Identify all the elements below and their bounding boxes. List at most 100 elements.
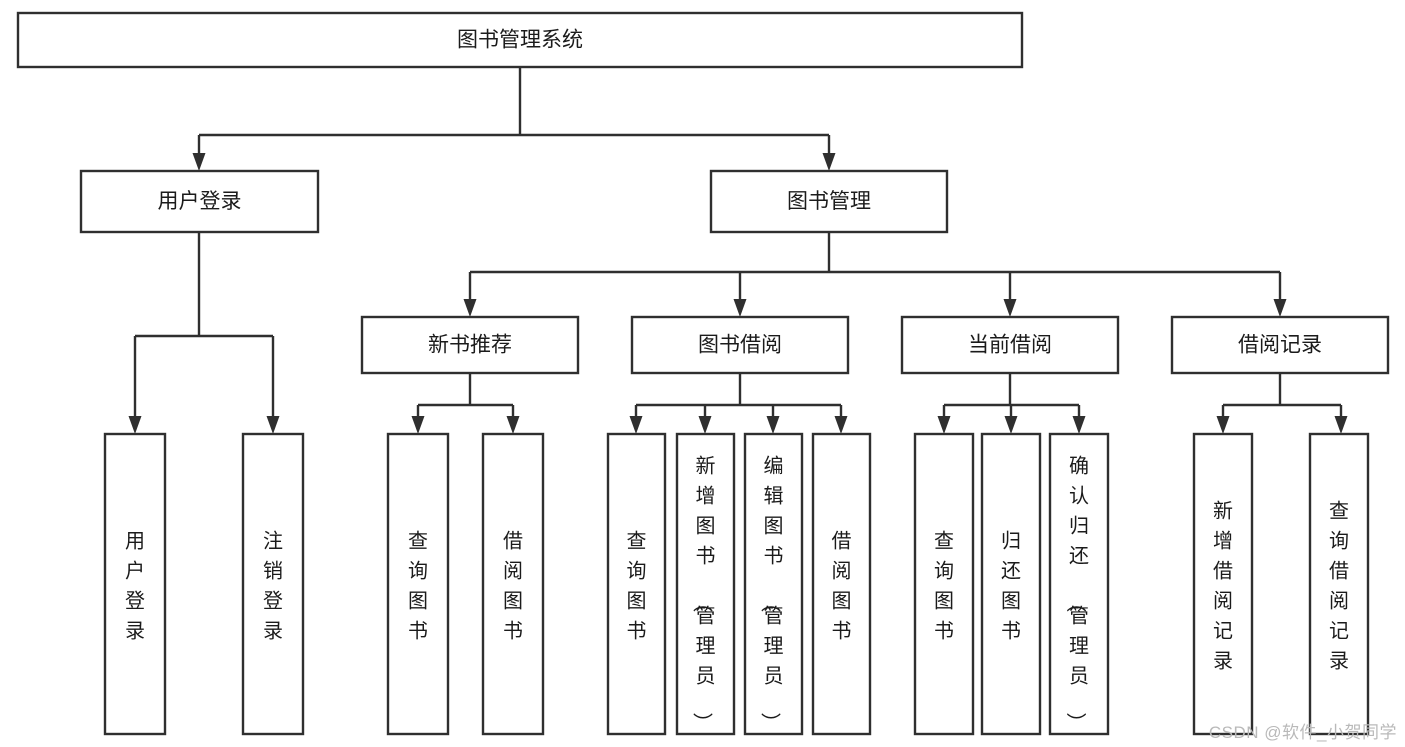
- level3-node-borrow-record[interactable]: 借阅记录: [1170, 315, 1390, 375]
- connector-record-to-leaves: [1216, 373, 1348, 434]
- node-box[interactable]: [481, 432, 545, 736]
- node-label-char: 员: [1069, 665, 1089, 687]
- leaf-node-leaf-query-borrow-record[interactable]: 查询借阅记录: [1308, 432, 1370, 736]
- node-label: 确认归还（管理员）: [1064, 454, 1089, 732]
- node-label-char: 编: [764, 454, 784, 477]
- leaf-node-leaf-add-book[interactable]: 新增图书（管理员）: [675, 432, 736, 736]
- connector-root-to-level2: [192, 67, 836, 171]
- node-label: 注销登录: [263, 529, 283, 642]
- node-label-char: 阅: [503, 559, 523, 582]
- node-label-char: 理: [696, 635, 716, 657]
- node-label: 查询图书: [934, 529, 954, 642]
- leaf-node-leaf-logout[interactable]: 注销登录: [241, 432, 305, 736]
- node-box[interactable]: [1170, 315, 1390, 375]
- node-label-char: 录: [1213, 650, 1233, 672]
- arrow-head-icon: [822, 153, 836, 171]
- leaf-node-leaf-confirm-return[interactable]: 确认归还（管理员）: [1048, 432, 1110, 736]
- node-label-char: ）: [691, 712, 714, 732]
- node-label-char: 员: [764, 665, 784, 687]
- node-label-char: 新: [696, 454, 716, 477]
- node-box[interactable]: [103, 432, 167, 736]
- arrow-head-icon: [1273, 299, 1287, 317]
- node-label-char: 认: [1069, 484, 1089, 507]
- node-label-char: （: [691, 592, 714, 612]
- node-label-char: 销: [263, 559, 283, 582]
- nodes-layer: 图书管理系统用户登录图书管理新书推荐图书借阅当前借阅借阅记录用户登录注销登录查询…: [16, 11, 1390, 736]
- node-label-char: 查: [934, 529, 954, 552]
- connectors-layer: [128, 67, 1348, 434]
- level2-node-user-login[interactable]: 用户登录: [79, 169, 320, 234]
- node-label-char: 阅: [1213, 589, 1233, 612]
- node-label-char: 图: [764, 515, 784, 537]
- node-box[interactable]: [1192, 432, 1254, 736]
- node-label-char: （: [1064, 592, 1087, 612]
- node-box[interactable]: [79, 169, 320, 234]
- arrow-head-icon: [698, 416, 712, 434]
- leaf-node-leaf-edit-book[interactable]: 编辑图书（管理员）: [743, 432, 804, 736]
- node-box[interactable]: [630, 315, 850, 375]
- node-label-char: 阅: [832, 559, 852, 582]
- node-label: 借阅图书: [503, 529, 523, 642]
- node-label: 编辑图书（管理员）: [759, 454, 784, 732]
- node-label-char: 记: [1329, 619, 1349, 642]
- leaf-node-leaf-add-borrow-record[interactable]: 新增借阅记录: [1192, 432, 1254, 736]
- node-label: 用户登录: [158, 190, 242, 213]
- node-label-char: 还: [1001, 559, 1021, 582]
- node-box[interactable]: [606, 432, 667, 736]
- leaf-node-leaf-user-login[interactable]: 用户登录: [103, 432, 167, 736]
- node-label-char: 书: [764, 544, 784, 567]
- node-label-char: 询: [627, 559, 647, 582]
- node-box[interactable]: [900, 315, 1120, 375]
- node-box[interactable]: [241, 432, 305, 736]
- node-box[interactable]: [743, 432, 804, 736]
- level3-node-new-book-recommend[interactable]: 新书推荐: [360, 315, 580, 375]
- node-label-char: 登: [263, 589, 283, 612]
- node-label-char: 图: [408, 590, 428, 612]
- level3-node-current-borrow[interactable]: 当前借阅: [900, 315, 1120, 375]
- leaf-node-leaf-query-book-recommend[interactable]: 查询图书: [386, 432, 450, 736]
- node-label-char: 录: [263, 620, 283, 642]
- arrow-head-icon: [937, 416, 951, 434]
- node-box[interactable]: [675, 432, 736, 736]
- connector-recommend-to-leaves: [411, 373, 520, 434]
- node-label: 用户登录: [125, 530, 145, 642]
- node-label-char: 归: [1069, 514, 1089, 537]
- node-box[interactable]: [1048, 432, 1110, 736]
- arrow-head-icon: [506, 416, 520, 434]
- node-box[interactable]: [709, 169, 949, 234]
- leaf-node-leaf-query-book-current[interactable]: 查询图书: [913, 432, 975, 736]
- node-label-char: 书: [408, 619, 428, 642]
- node-box[interactable]: [386, 432, 450, 736]
- leaf-node-leaf-query-book-borrow[interactable]: 查询图书: [606, 432, 667, 736]
- node-label-char: 借: [832, 529, 852, 552]
- level2-node-book-management[interactable]: 图书管理: [709, 169, 949, 234]
- connector-userlogin-to-leaves: [128, 232, 280, 434]
- node-label-char: 书: [934, 619, 954, 642]
- node-label-char: 书: [627, 619, 647, 642]
- node-box[interactable]: [913, 432, 975, 736]
- node-label-char: 增: [696, 484, 716, 507]
- leaf-node-leaf-return-book[interactable]: 归还图书: [980, 432, 1042, 736]
- node-box[interactable]: [980, 432, 1042, 736]
- node-box[interactable]: [1308, 432, 1370, 736]
- node-box[interactable]: [811, 432, 872, 736]
- level3-node-book-borrow[interactable]: 图书借阅: [630, 315, 850, 375]
- node-label-char: 员: [696, 665, 716, 687]
- root-node-root[interactable]: 图书管理系统: [16, 11, 1024, 69]
- node-label-char: 增: [1213, 529, 1233, 552]
- node-box[interactable]: [16, 11, 1024, 69]
- arrow-head-icon: [629, 416, 643, 434]
- leaf-node-leaf-borrow-book[interactable]: 借阅图书: [811, 432, 872, 736]
- arrow-head-icon: [1072, 416, 1086, 434]
- node-label-char: 查: [1329, 499, 1349, 522]
- leaf-node-leaf-borrow-book-recommend[interactable]: 借阅图书: [481, 432, 545, 736]
- node-label-char: 注: [263, 529, 283, 552]
- node-box[interactable]: [360, 315, 580, 375]
- node-label-char: 书: [1001, 619, 1021, 642]
- node-label-char: 登: [125, 589, 145, 612]
- node-label-char: 图: [934, 590, 954, 612]
- connector-current-to-leaves: [937, 373, 1086, 434]
- node-label-char: 用: [125, 530, 145, 552]
- node-label-char: 询: [408, 559, 428, 582]
- node-label-char: 理: [1069, 635, 1089, 657]
